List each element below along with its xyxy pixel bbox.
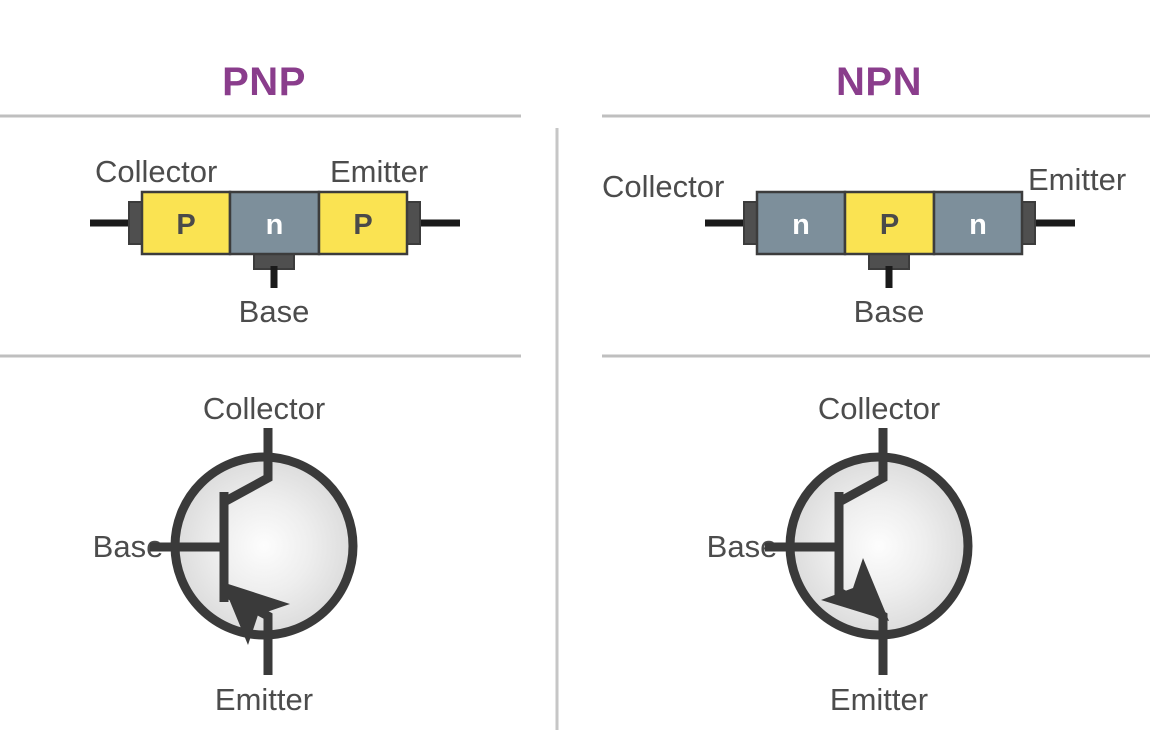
panel-title-npn: NPN xyxy=(836,60,922,104)
npn-symbol-emitter-arrow-outward xyxy=(821,558,889,621)
npn-structure-emitter-label: Emitter xyxy=(1028,162,1126,197)
npn-structure-base-label: Base xyxy=(854,294,925,329)
pnp-region-emitter xyxy=(317,190,409,256)
pnp-symbol-collector-label: Collector xyxy=(203,391,325,426)
pnp-structure-collector-label: Collector xyxy=(95,154,217,189)
npn-symbol-collector-label: Collector xyxy=(818,391,940,426)
panel-title-pnp: PNP xyxy=(222,60,306,104)
npn-symbol-emitter-label: Emitter xyxy=(830,682,928,717)
npn-region-emitter-letter: n xyxy=(969,209,987,241)
npn-region-emitter xyxy=(932,190,1024,256)
pnp-symbol-emitter-arrow-inward xyxy=(222,582,290,645)
npn-structure-diagram: Collector Emitter n P n Base xyxy=(602,162,1126,329)
pnp-symbol-diagram: Collector Emitter Base xyxy=(93,391,358,717)
pnp-region-base-letter: n xyxy=(266,209,284,241)
pnp-structure-base-label: Base xyxy=(239,294,310,329)
npn-symbol-diagram: Collector Emitter Base xyxy=(707,391,973,717)
pnp-structure-diagram: Collector Emitter P n P Base xyxy=(90,154,460,329)
pnp-structure-emitter-label: Emitter xyxy=(330,154,428,189)
pnp-symbol-collector-leg xyxy=(221,428,273,506)
npn-region-base-letter: P xyxy=(880,209,899,241)
pnp-region-collector xyxy=(140,190,232,256)
npn-region-collector-letter: n xyxy=(792,209,810,241)
pnp-symbol-emitter-label: Emitter xyxy=(215,682,313,717)
npn-symbol-collector-leg xyxy=(836,428,888,506)
pnp-region-base xyxy=(228,190,321,256)
pnp-region-emitter-letter: P xyxy=(353,209,372,241)
npn-region-base xyxy=(843,190,936,256)
npn-structure-collector-label: Collector xyxy=(602,169,724,204)
pnp-region-collector-letter: P xyxy=(176,209,195,241)
